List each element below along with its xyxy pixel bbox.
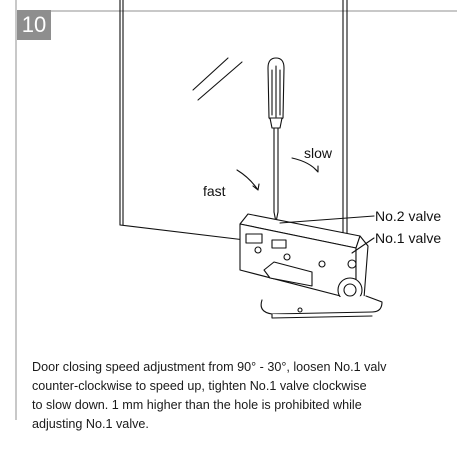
- caption-line-1: Door closing speed adjustment from 90° -…: [32, 360, 387, 374]
- slow-label: slow: [304, 145, 333, 161]
- frame-top-border: [15, 10, 457, 12]
- valve1-label: No.1 valve: [375, 230, 442, 246]
- step-number-badge: 10: [17, 10, 51, 40]
- glass-panel: [119, 0, 348, 251]
- frame-left-border: [15, 0, 17, 420]
- caption-line-3: to slow down. 1 mm higher than the hole …: [32, 398, 362, 412]
- patch-fitting-illustration: [119, 0, 383, 319]
- valve2-leader-line: [279, 215, 375, 224]
- fast-arrow-icon: [236, 169, 260, 191]
- valve1-leader-line: [351, 237, 375, 254]
- instruction-text: Door closing speed adjustment from 90° -…: [32, 358, 457, 434]
- valve2-label: No.2 valve: [375, 208, 442, 224]
- slow-arrow-icon: [291, 157, 319, 173]
- screwdriver-icon: [267, 57, 285, 223]
- fast-label: fast: [203, 183, 226, 199]
- caption-line-2: counter-clockwise to speed up, tighten N…: [32, 379, 367, 393]
- caption-line-4: adjusting No.1 valve.: [32, 417, 149, 431]
- patch-fitting-body: [239, 213, 383, 319]
